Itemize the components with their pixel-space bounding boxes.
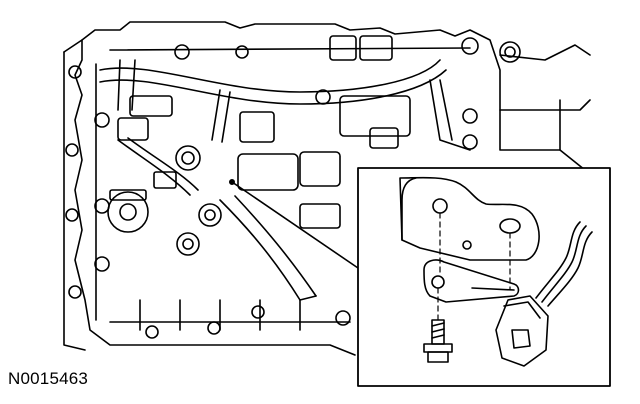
sensor-connector-detail [495, 221, 593, 367]
solenoid-pack [99, 35, 471, 229]
sensor-main-view [107, 137, 317, 301]
figure-id-label: N0015463 [8, 369, 89, 388]
bolt-detail [423, 319, 453, 363]
case-bolt-holes [65, 37, 521, 339]
detail-inset [357, 167, 611, 387]
valve-body-case [63, 21, 591, 356]
leader-line [229, 179, 359, 269]
